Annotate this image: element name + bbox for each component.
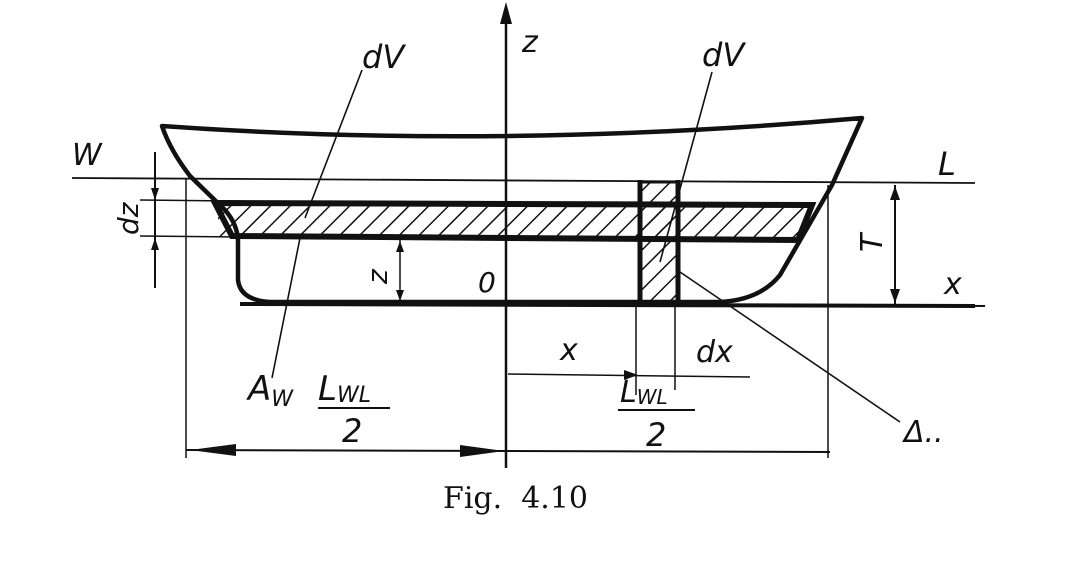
lwl-arrow-mid	[460, 445, 504, 457]
dz-arrow-bottom	[151, 238, 159, 250]
T-arrow-bottom	[890, 289, 900, 303]
half-length-right-num: LWL	[620, 375, 668, 410]
A-w-label: AW	[246, 369, 294, 412]
leader-A-w	[271, 237, 301, 379]
leader-dV-left	[304, 69, 363, 219]
dz-arrow-top	[151, 188, 159, 200]
lwl-dim-line	[185, 449, 831, 453]
half-length-right-sub: WL	[637, 385, 668, 409]
x-axis-label: x	[943, 267, 962, 302]
dV-right-label: dV	[702, 36, 746, 74]
origin-label: 0	[478, 266, 496, 299]
T-label: T	[855, 231, 890, 252]
L-label: L	[938, 145, 956, 183]
half-length-left-L: L	[318, 369, 337, 409]
delta-label: Δ..	[902, 415, 944, 450]
half-length-left-den: 2	[342, 412, 362, 450]
dx-label: dx	[696, 335, 733, 370]
vertical-slice-hatch	[640, 182, 678, 302]
leader-delta	[679, 271, 901, 423]
leader-dV-right	[659, 71, 713, 263]
z-axis-arrowhead	[500, 2, 512, 24]
half-length-left-num: LWL	[318, 369, 371, 409]
z-height-label: z	[361, 268, 394, 285]
z-height-arrow-bottom	[396, 290, 404, 301]
A-w-sub: W	[271, 387, 294, 412]
half-length-right-L: L	[620, 375, 637, 410]
T-arrow-top	[890, 186, 900, 200]
dV-left-label: dV	[362, 38, 406, 76]
W-label: W	[72, 138, 103, 173]
A-w-base: A	[246, 369, 271, 409]
waterline	[71, 177, 976, 184]
dz-label: dz	[112, 201, 145, 235]
horizontal-slice-hatch	[218, 205, 810, 237]
x-dist-arrow	[624, 370, 638, 380]
x-distance-label: x	[559, 333, 578, 368]
lwl-arrow-left	[190, 444, 236, 456]
z-axis-label: z	[521, 25, 539, 60]
x-axis-tail	[839, 304, 986, 307]
half-length-left-sub: WL	[337, 383, 371, 408]
figure-caption: Fig. 4.10	[443, 481, 588, 516]
z-height-arrow-top	[396, 241, 404, 252]
dz-ext-bottom	[139, 235, 241, 238]
half-length-right-den: 2	[646, 416, 666, 454]
horizontal-slice-outline	[210, 199, 817, 244]
